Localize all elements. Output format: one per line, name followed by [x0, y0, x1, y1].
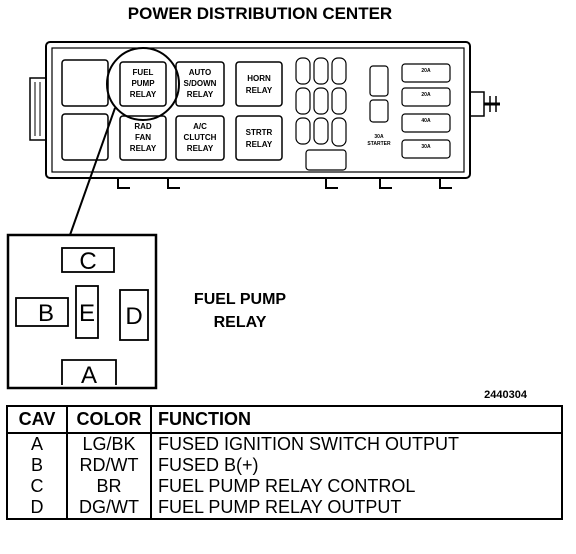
svg-text:PUMP: PUMP	[131, 79, 155, 88]
relay-fuel-pump: FUEL PUMP RELAY	[119, 61, 167, 107]
relay-detail: C B E D A	[6, 233, 158, 390]
svg-text:STRTR: STRTR	[246, 128, 273, 137]
pin-c-label: C	[79, 248, 96, 275]
cell-cav: C	[6, 476, 68, 497]
svg-text:RELAY: RELAY	[130, 144, 157, 153]
cell-color: BR	[67, 476, 152, 497]
svg-text:RELAY: RELAY	[187, 144, 214, 153]
svg-text:RELAY: RELAY	[187, 90, 214, 99]
pin-c	[61, 247, 115, 273]
svg-text:S/DOWN: S/DOWN	[184, 79, 217, 88]
svg-text:CLUTCH: CLUTCH	[184, 133, 217, 142]
cell-cav: D	[6, 497, 68, 520]
svg-text:HORN: HORN	[247, 74, 271, 83]
table-row: C BR FUEL PUMP RELAY CONTROL	[6, 476, 563, 497]
svg-text:FAN: FAN	[135, 133, 151, 142]
cell-color: RD/WT	[67, 455, 152, 476]
fuse-starter-label: STARTER	[367, 141, 391, 147]
pin-b	[15, 297, 69, 327]
header-color: COLOR	[67, 405, 152, 434]
cartridge-fuses: 20A 20A 40A 30A	[401, 63, 451, 159]
svg-text:30A: 30A	[421, 144, 431, 150]
svg-text:A/C: A/C	[193, 122, 207, 131]
svg-text:FUEL: FUEL	[133, 68, 154, 77]
relay-name-line1: FUEL PUMP	[194, 291, 286, 308]
diagram-title: POWER DISTRIBUTION CENTER	[128, 4, 392, 23]
pin-a-label: A	[81, 362, 97, 389]
cell-color: LG/BK	[67, 433, 152, 455]
cell-color: DG/WT	[67, 497, 152, 520]
pin-b-label: B	[38, 300, 54, 327]
svg-text:RELAY: RELAY	[130, 90, 157, 99]
table-header-row: CAV COLOR FUNCTION	[6, 405, 563, 434]
pin-d	[119, 289, 149, 341]
pin-d-label: D	[125, 303, 142, 330]
relay-name-line2: RELAY	[214, 314, 267, 331]
svg-text:RELAY: RELAY	[246, 86, 273, 95]
table-row: D DG/WT FUEL PUMP RELAY OUTPUT	[6, 497, 563, 520]
svg-text:20A: 20A	[421, 92, 431, 98]
header-function: FUNCTION	[151, 405, 563, 434]
table-row: A LG/BK FUSED IGNITION SWITCH OUTPUT	[6, 433, 563, 455]
pin-e	[75, 285, 99, 339]
maxi-fuses: 30A STARTER	[367, 65, 391, 147]
relay-rad-fan: RAD FAN RELAY	[119, 115, 167, 161]
svg-text:40A: 40A	[421, 118, 431, 124]
relay-horn: HORN RELAY	[235, 61, 283, 107]
svg-text:RELAY: RELAY	[246, 140, 273, 149]
svg-text:RAD: RAD	[134, 122, 152, 131]
relay-ac-clutch: A/C CLUTCH RELAY	[175, 115, 225, 161]
pin-e-label: E	[79, 300, 95, 327]
relay-strtr: STRTR RELAY	[235, 115, 283, 161]
pdc-diagram: POWER DISTRIBUTION CENTER FUEL PUMP RELA…	[6, 4, 528, 401]
cavity-table: CAV COLOR FUNCTION A LG/BK FUSED IGNITIO…	[6, 405, 563, 520]
table-row: B RD/WT FUSED B(+)	[6, 455, 563, 476]
pin-a	[61, 359, 117, 385]
callout	[69, 47, 180, 236]
cell-function: FUEL PUMP RELAY CONTROL	[151, 476, 563, 497]
pdc-housing	[29, 41, 500, 189]
figure-id: 2440304	[484, 389, 528, 401]
cell-function: FUEL PUMP RELAY OUTPUT	[151, 497, 563, 520]
cell-cav: B	[6, 455, 68, 476]
svg-text:20A: 20A	[421, 68, 431, 74]
cell-function: FUSED B(+)	[151, 455, 563, 476]
header-cav: CAV	[6, 405, 68, 434]
cell-function: FUSED IGNITION SWITCH OUTPUT	[151, 433, 563, 455]
fuse-starter-amp: 30A	[374, 134, 384, 140]
cell-cav: A	[6, 433, 68, 455]
relay-auto-shutdown: AUTO S/DOWN RELAY	[175, 61, 225, 107]
svg-text:AUTO: AUTO	[189, 68, 212, 77]
mini-fuses	[295, 57, 347, 171]
